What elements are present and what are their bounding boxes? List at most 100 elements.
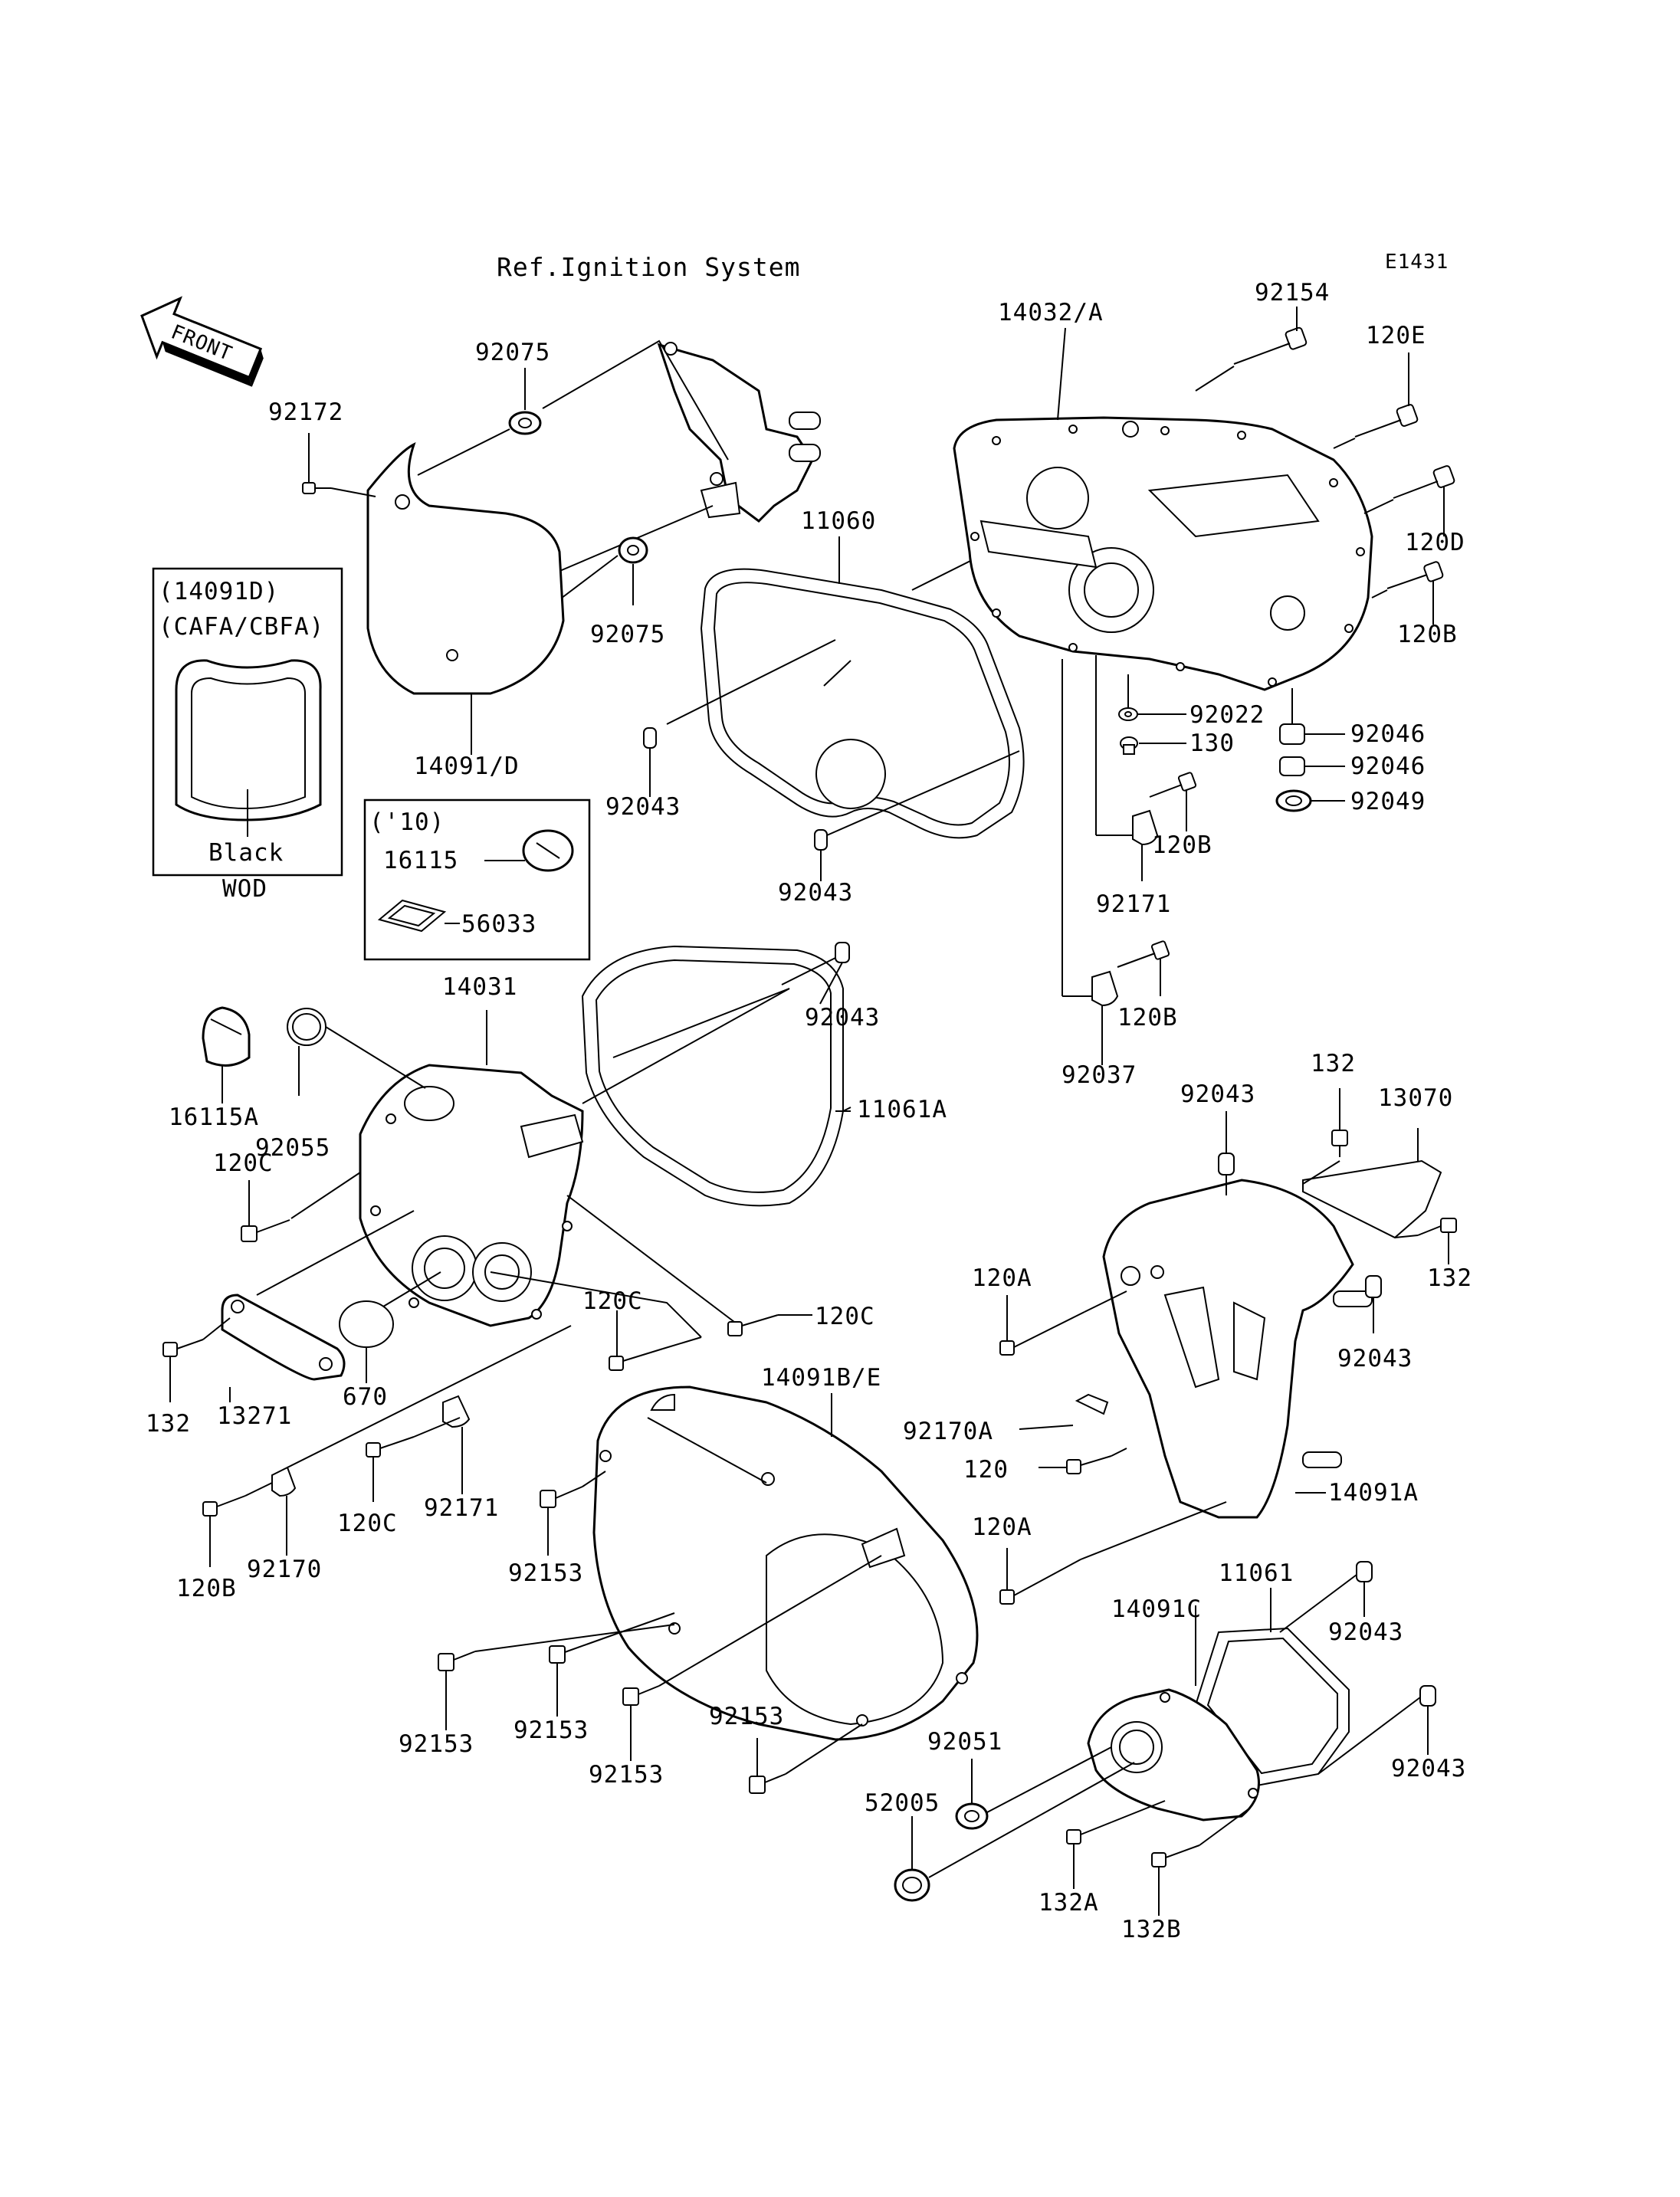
bolt-132b — [1151, 1844, 1200, 1867]
callout-92043-c: 92043 — [805, 1004, 880, 1031]
crankcase-cover-14032a — [953, 416, 1373, 691]
callout-132-b: 132 — [1427, 1264, 1472, 1292]
year-inset-box — [363, 798, 591, 961]
inset-year-part-16115: 16115 — [383, 847, 458, 874]
callout-132-c: 132 — [146, 1410, 191, 1438]
dowel-pin-92043-d — [1218, 1153, 1235, 1176]
collar-92046-a — [1279, 723, 1305, 745]
callout-120C-a: 120C — [213, 1149, 274, 1177]
collar-92046-b — [1279, 756, 1305, 776]
screw-92153-c — [549, 1644, 587, 1664]
callout-92153-e: 92153 — [709, 1703, 784, 1730]
label-plate-56033 — [377, 899, 447, 933]
screw-92153-d — [622, 1685, 660, 1706]
callout-120C-d: 120C — [337, 1510, 398, 1537]
callout-92075-top: 92075 — [475, 339, 550, 366]
callout-120B-c: 120B — [1117, 1004, 1178, 1031]
callout-14091C: 14091C — [1111, 1595, 1202, 1623]
bolt-120a-upper — [999, 1311, 1085, 1356]
callout-92171-b: 92171 — [424, 1494, 499, 1522]
callout-14091D: 14091/D — [414, 753, 520, 780]
callout-92153-d: 92153 — [589, 1761, 664, 1789]
bolt-132a — [1066, 1822, 1112, 1844]
callout-92075-bot: 92075 — [590, 621, 665, 648]
bolt-120e — [1354, 404, 1419, 438]
callout-92051: 92051 — [927, 1728, 1002, 1756]
plate-13070 — [1302, 1159, 1442, 1239]
inner-cover-14031 — [359, 1064, 584, 1327]
dowel-pin-92043-g — [1419, 1685, 1436, 1707]
callout-14091A: 14091A — [1328, 1479, 1419, 1507]
front-arrow-icon: FRONT — [140, 296, 264, 387]
callout-11061A: 11061A — [857, 1096, 947, 1123]
callout-120C-c: 120C — [815, 1303, 875, 1330]
cover-14091c — [1087, 1688, 1260, 1822]
plate-13271 — [221, 1294, 346, 1381]
dowel-pin-92043-c — [835, 942, 850, 963]
callout-92046-a: 92046 — [1350, 720, 1426, 748]
callout-120A-a: 120A — [972, 1264, 1032, 1292]
callout-92170: 92170 — [247, 1556, 322, 1583]
reference-note: Ref.Ignition System — [497, 252, 801, 282]
screw-130 — [1120, 736, 1138, 755]
screw-132-right — [1417, 1218, 1457, 1236]
callout-52005: 52005 — [865, 1789, 940, 1817]
inset-variant-color-code: WOD — [222, 875, 267, 903]
seal-92051 — [955, 1802, 989, 1830]
dowel-pin-92043-a — [643, 727, 657, 749]
callout-92055: 92055 — [255, 1134, 330, 1162]
inset-variant-part: (14091D) — [159, 578, 279, 605]
bolt-120 — [1066, 1455, 1112, 1474]
clamp-92037 — [1091, 970, 1119, 1007]
callout-92153-b: 92153 — [399, 1730, 474, 1758]
grommet-92075-bottom — [618, 536, 648, 564]
gasket-11061a — [581, 945, 844, 1207]
clamp-92171-lower — [442, 1395, 471, 1428]
inset-variant-color: Black — [208, 839, 284, 867]
callout-132-a: 132 — [1311, 1050, 1356, 1077]
bolt-120b-bottom — [202, 1495, 246, 1517]
bolt-120a-lower — [999, 1559, 1081, 1605]
callout-14091BE: 14091B/E — [761, 1364, 881, 1392]
callout-92153-c: 92153 — [514, 1717, 589, 1744]
bolt-120b-lower — [1117, 940, 1170, 968]
diagram-id: E1431 — [1385, 251, 1449, 274]
gasket-11060 — [700, 568, 1025, 839]
callout-120: 120 — [963, 1456, 1009, 1484]
callout-92043-e: 92043 — [1337, 1345, 1413, 1372]
callout-92046-b: 92046 — [1350, 753, 1426, 780]
callout-16115A: 16115A — [169, 1103, 259, 1131]
bolt-120c-lower — [366, 1436, 415, 1458]
callout-92171-a: 92171 — [1096, 890, 1171, 918]
washer-92022 — [1118, 707, 1138, 721]
callout-92154: 92154 — [1255, 279, 1330, 307]
strap-92170a — [1075, 1393, 1109, 1415]
callout-120D: 120D — [1405, 529, 1465, 556]
callout-92153-a: 92153 — [508, 1559, 583, 1587]
cover-14091d — [366, 442, 565, 695]
cap-16115 — [522, 829, 574, 872]
screw-92172 — [302, 482, 331, 494]
callout-13271: 13271 — [217, 1402, 292, 1430]
bolt-120c-mid — [609, 1348, 664, 1371]
callout-120A-b: 120A — [972, 1513, 1032, 1541]
callout-92043-b: 92043 — [778, 879, 853, 907]
callout-14032A: 14032/A — [998, 299, 1104, 326]
bolt-120c-right — [727, 1314, 779, 1336]
callout-92022: 92022 — [1189, 701, 1265, 729]
callout-92043-d: 92043 — [1180, 1080, 1255, 1108]
callout-11061: 11061 — [1219, 1559, 1294, 1587]
callout-92043-g: 92043 — [1391, 1755, 1466, 1782]
cover-14091a — [1102, 1179, 1373, 1519]
callout-14031: 14031 — [442, 973, 517, 1001]
inset-year-label: ('10) — [369, 808, 445, 836]
seal-52005 — [894, 1868, 930, 1902]
seal-92049 — [1275, 789, 1312, 812]
grommet-92075-top — [508, 411, 542, 435]
callout-11060: 11060 — [801, 507, 876, 535]
callout-120E: 120E — [1366, 322, 1426, 349]
callout-120B-a: 120B — [1397, 621, 1458, 648]
bolt-120b-mid — [1149, 772, 1197, 798]
bolt-92154 — [1233, 326, 1308, 365]
